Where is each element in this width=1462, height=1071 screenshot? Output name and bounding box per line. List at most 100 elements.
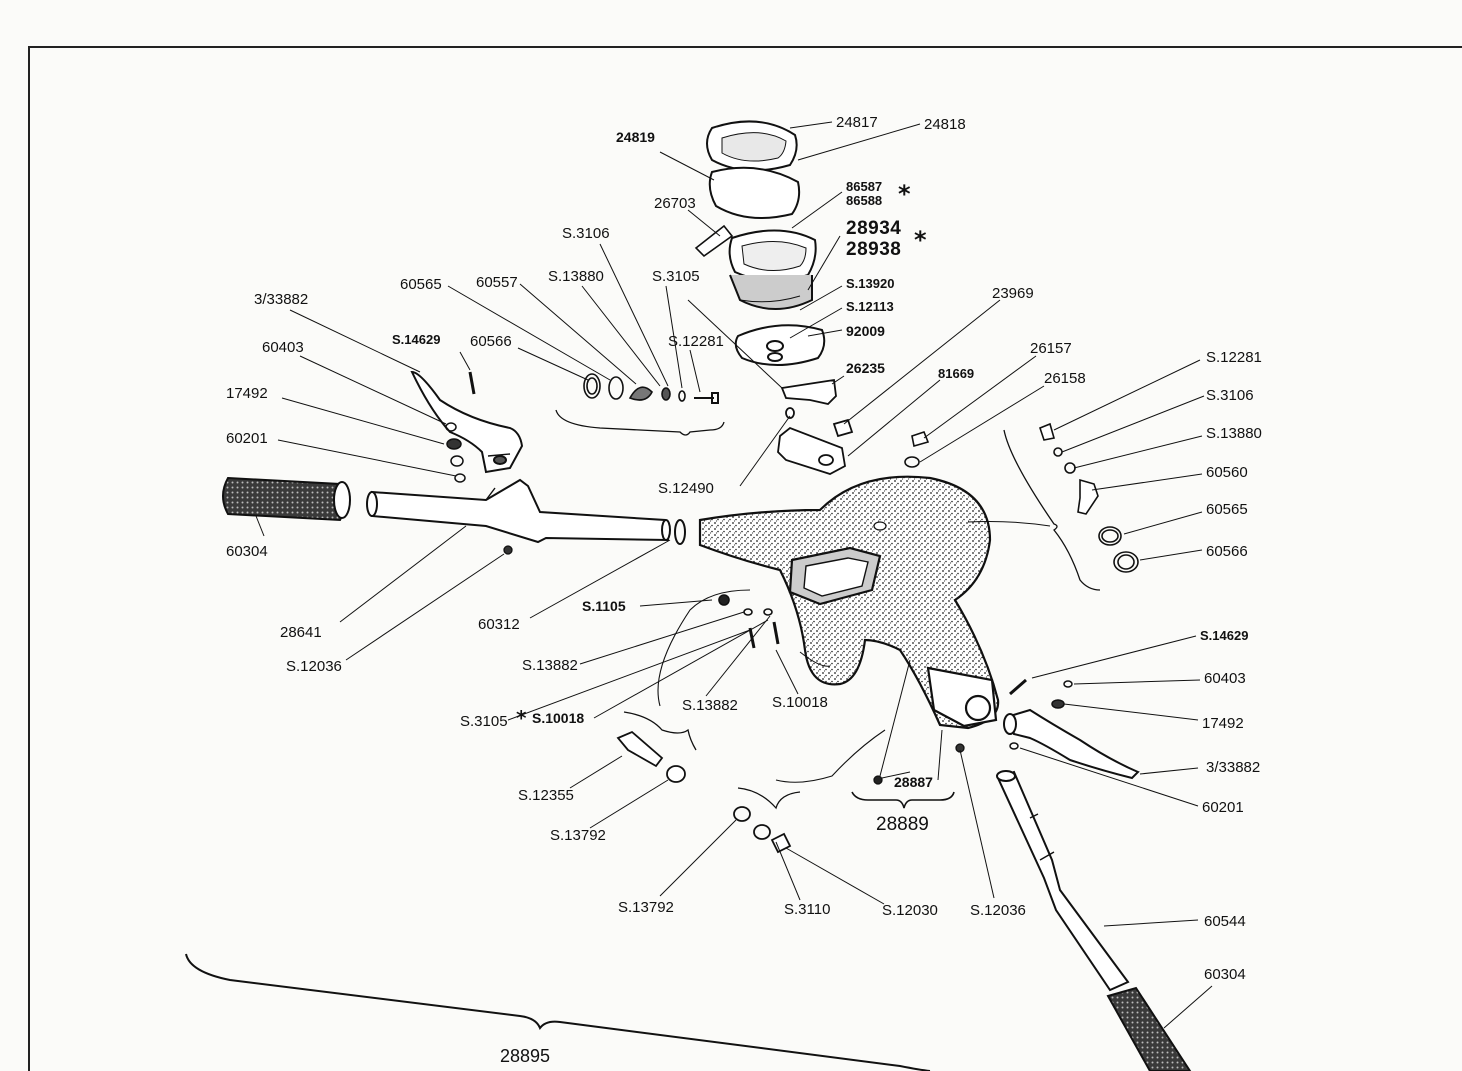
label-s10018-right: S.10018 [772, 694, 828, 711]
label-s13882-right: S.13882 [682, 697, 738, 714]
left-grip [222, 476, 351, 522]
label-60403-left: 60403 [262, 339, 304, 356]
speedometer-body [728, 229, 817, 310]
right-throttle-tube [996, 770, 1130, 992]
brace-28895 [185, 953, 931, 1071]
bracket-26235 [780, 378, 837, 419]
brace-28889 [851, 791, 955, 809]
label-60201-left: 60201 [226, 430, 268, 447]
label-s10018-left: S.10018 [532, 710, 585, 726]
lower-center-washers [733, 806, 792, 854]
label-s12036-left: S.12036 [286, 658, 342, 675]
right-lever [1003, 708, 1140, 780]
label-s3105-bottom: S.3105 [460, 713, 508, 730]
label-60566-right: 60566 [1206, 543, 1248, 560]
label-28934: 28934 [846, 218, 902, 239]
label-s13792-left: S.13792 [550, 827, 606, 844]
label-s12030: S.12030 [882, 902, 938, 919]
screw-s14629-left [468, 371, 476, 395]
label-26235: 26235 [846, 360, 885, 376]
label-3-33882-right: 3/33882 [1206, 759, 1261, 776]
label-28938: 28938 [846, 239, 902, 260]
handlebar-casting [698, 475, 1000, 730]
label-60403-right: 60403 [1204, 670, 1246, 687]
label-60312: 60312 [478, 616, 520, 633]
nut-26157 [911, 431, 930, 448]
label-92009: 92009 [846, 323, 885, 339]
dot-28887 [873, 775, 883, 785]
label-60557: 60557 [476, 274, 518, 291]
arc-lower-center [657, 589, 751, 707]
label-26703: 26703 [654, 195, 696, 212]
screw-s14629-right [1009, 678, 1027, 696]
label-s12036-right: S.12036 [970, 902, 1026, 919]
label-s12113: S.12113 [846, 299, 894, 314]
label-s14629-right: S.14629 [1200, 628, 1249, 643]
label-60565-right: 60565 [1206, 501, 1248, 518]
label-60201-right: 60201 [1202, 799, 1244, 816]
bracket-left [555, 409, 725, 436]
speedometer-gasket [734, 324, 826, 366]
label-60566-left: 60566 [470, 333, 512, 350]
lower-left-screws [718, 594, 780, 649]
label-28641: 28641 [280, 624, 322, 641]
left-ring-parts [583, 373, 719, 404]
label-86588: 86588 [846, 193, 883, 208]
bracket-lower-center [737, 787, 801, 810]
label-17492-left: 17492 [226, 385, 268, 402]
label-s3105-top: S.3105 [652, 268, 700, 285]
label-3-33882-left: 3/33882 [254, 291, 309, 308]
washer-26158 [904, 456, 920, 468]
label-86587: 86587 [846, 179, 883, 194]
label-24817: 24817 [836, 114, 878, 131]
bolt-s12355 [616, 730, 686, 783]
label-60565-left: 60565 [400, 276, 442, 293]
label-81669: 81669 [938, 366, 975, 381]
leader-lines [255, 121, 1213, 1029]
arc-lower-right [775, 729, 886, 783]
asterisk-s10018: * [516, 706, 527, 730]
label-s12281-left: S.12281 [668, 333, 724, 350]
label-28889: 28889 [876, 814, 929, 835]
label-26157: 26157 [1030, 340, 1072, 357]
left-nut [503, 545, 513, 555]
label-s12281-right: S.12281 [1206, 349, 1262, 366]
right-small-parts [1039, 422, 1139, 573]
label-s13792-bottom: S.13792 [618, 899, 674, 916]
speedometer-bezel [706, 120, 801, 219]
label-60544: 60544 [1204, 913, 1246, 930]
label-s13880-left: S.13880 [548, 268, 604, 285]
label-s3106-left: S.3106 [562, 225, 610, 242]
bracket-81669 [777, 426, 846, 475]
label-23969: 23969 [992, 285, 1034, 302]
label-s13920: S.13920 [846, 276, 895, 291]
left-lever [410, 370, 524, 474]
bracket-lower-left [623, 711, 697, 751]
label-60304-left: 60304 [226, 543, 268, 560]
right-grip [1106, 986, 1192, 1071]
label-s3106-right: S.3106 [1206, 387, 1254, 404]
asterisk-28934: * [914, 226, 927, 254]
left-handlebar-tube [366, 478, 686, 545]
cable-fitting [694, 224, 734, 258]
label-28895: 28895 [500, 1046, 551, 1066]
nut-23969 [832, 418, 854, 438]
label-s12355: S.12355 [518, 787, 574, 804]
label-24818: 24818 [924, 116, 966, 133]
label-26158: 26158 [1044, 370, 1086, 387]
label-s12490: S.12490 [658, 480, 714, 497]
label-s1105: S.1105 [582, 598, 626, 614]
asterisk-86587: * [898, 180, 911, 208]
label-24819: 24819 [616, 129, 655, 145]
label-28887: 28887 [894, 774, 933, 790]
left-washers [445, 422, 466, 483]
label-60560: 60560 [1206, 464, 1248, 481]
label-17492-right: 17492 [1202, 715, 1244, 732]
label-60304-right: 60304 [1204, 966, 1246, 983]
diagram-frame [28, 46, 1462, 1071]
label-s3110: S.3110 [784, 901, 831, 918]
label-s13880-right: S.13880 [1206, 425, 1262, 442]
label-s13882-left: S.13882 [522, 657, 578, 674]
bracket-right [1003, 429, 1101, 591]
